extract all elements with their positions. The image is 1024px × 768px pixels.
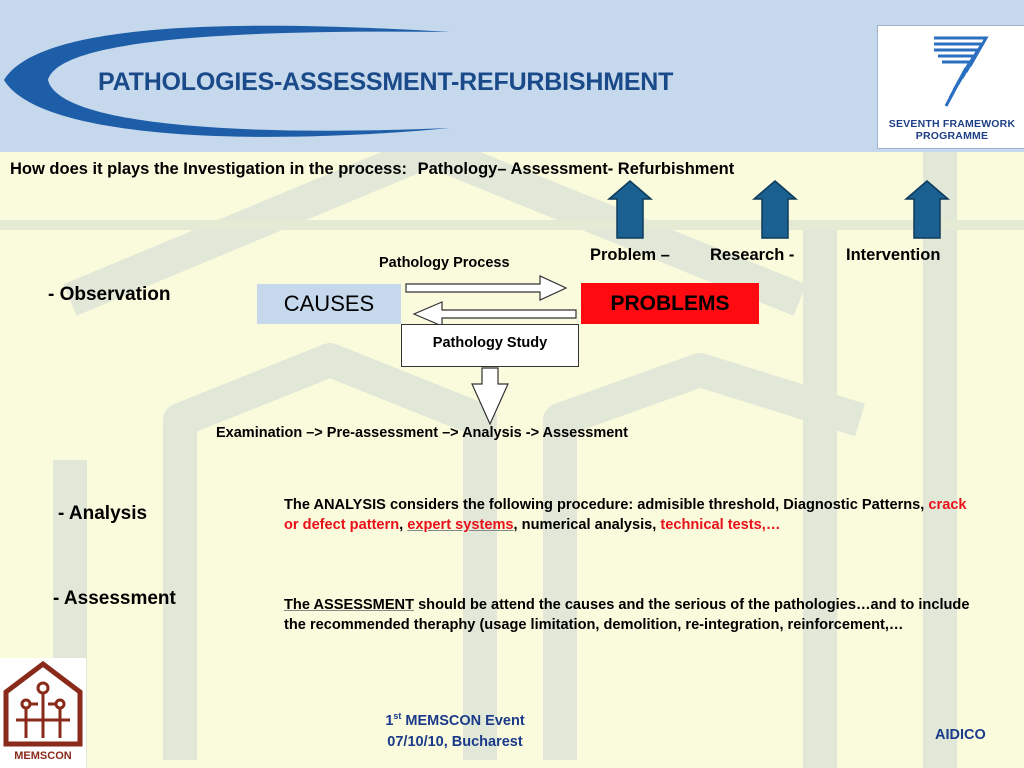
down-arrow [471, 367, 509, 426]
section-observation: - Observation [48, 284, 171, 305]
pathology-process-label: Pathology Process [379, 255, 510, 271]
up-arrow-assessment [751, 180, 799, 239]
analysis-highlight-tests: technical tests,… [660, 517, 781, 533]
problems-box: PROBLEMS [581, 283, 759, 324]
analysis-text-2: , [399, 517, 408, 533]
memscon-logo-text: MEMSCON [14, 750, 72, 762]
flow-sequence: Examination –> Pre-assessment –> Analysi… [216, 425, 628, 441]
fp7-logo-line1: SEVENTH FRAMEWORK [888, 118, 1016, 130]
analysis-text-3: , numerical analysis, [513, 517, 661, 533]
footer-event-date: 07/10/10, Bucharest [387, 733, 523, 750]
event-name: MEMSCON Event [401, 712, 525, 729]
fp7-logo-line2: PROGRAMME [915, 130, 989, 142]
assessment-lead: The ASSESSMENT [284, 597, 415, 613]
memscon-building-icon [3, 660, 83, 747]
arrow-right [405, 275, 568, 301]
event-ordinal: st [393, 711, 402, 721]
memscon-logo: MEMSCON [0, 658, 86, 768]
phase-intervention: Intervention [846, 246, 941, 264]
pathology-study-box: Pathology Study [401, 324, 579, 367]
up-arrow-pathology [606, 180, 654, 239]
analysis-highlight-pattern: crack or defect pattern [284, 497, 967, 533]
assessment-text: should be attend the causes and the seri… [284, 597, 970, 633]
fp7-logo: SEVENTH FRAMEWORK PROGRAMME [877, 25, 1024, 149]
up-arrow-refurbishment [903, 180, 951, 239]
phase-problem: Problem – [590, 246, 670, 264]
analysis-paragraph: The ANALYSIS considers the following pro… [284, 495, 984, 535]
up-arrows [606, 180, 951, 239]
question-stages: Pathology– Assessment- Refurbishment [417, 160, 735, 178]
analysis-highlight-expert: expert systems [407, 517, 514, 533]
footer-organization: AIDICO [935, 727, 986, 743]
assessment-paragraph: The ASSESSMENT should be attend the caus… [284, 595, 984, 635]
process-arrows [405, 275, 577, 327]
fp7-seven-icon [934, 36, 989, 107]
footer-event-line1: 1st MEMSCON Event [330, 706, 580, 732]
section-assessment: - Assessment [53, 588, 176, 609]
event-number: 1 [385, 712, 394, 729]
question-line: How does it plays the Investigation in t… [10, 160, 734, 179]
question-lead: How does it plays the Investigation in t… [10, 160, 407, 178]
page-title: PATHOLOGIES-ASSESSMENT-REFURBISHMENT [98, 68, 674, 96]
footer-event: 1st MEMSCON Event 07/10/10, Bucharest [330, 706, 580, 753]
analysis-text-1: The ANALYSIS considers the following pro… [284, 497, 929, 513]
arrow-left [412, 301, 577, 327]
causes-box: CAUSES [257, 284, 401, 324]
section-analysis: - Analysis [58, 503, 148, 524]
phase-research: Research - [710, 246, 795, 264]
